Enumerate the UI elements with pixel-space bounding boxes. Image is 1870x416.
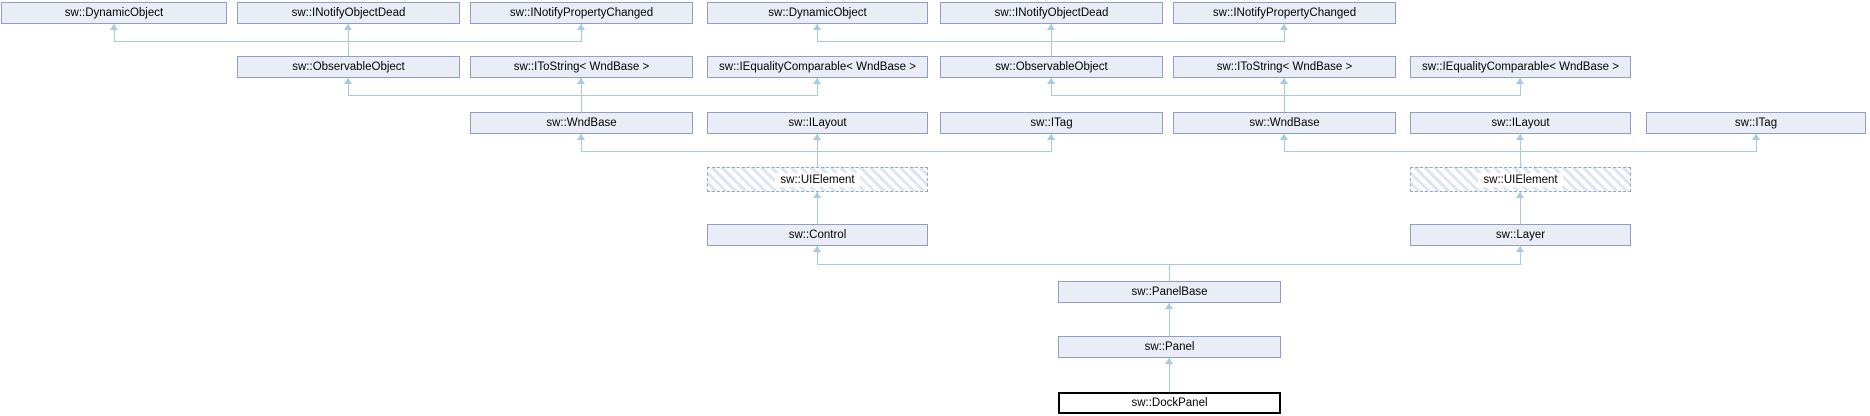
edge-line bbox=[1520, 134, 1521, 167]
edge-line bbox=[1169, 303, 1170, 336]
edge-line bbox=[817, 24, 818, 41]
edge-line bbox=[817, 246, 818, 264]
edge-line bbox=[114, 24, 115, 41]
class-node-itag-left[interactable]: sw::ITag bbox=[940, 112, 1163, 134]
class-node-wndbase-right[interactable]: sw::WndBase bbox=[1173, 112, 1396, 134]
edge-line bbox=[581, 151, 1052, 152]
class-node-dynamicobject-left[interactable]: sw::DynamicObject bbox=[1, 2, 227, 24]
arrowhead-icon bbox=[1047, 134, 1055, 140]
arrowhead-icon bbox=[1516, 78, 1524, 84]
edge-line bbox=[1520, 192, 1521, 224]
arrowhead-icon bbox=[344, 78, 352, 84]
class-node-control[interactable]: sw::Control bbox=[707, 224, 928, 246]
arrowhead-icon bbox=[1516, 192, 1524, 198]
edge-line bbox=[348, 24, 349, 56]
class-node-inotifyobjectdead-left[interactable]: sw::INotifyObjectDead bbox=[237, 2, 460, 24]
class-node-panelbase[interactable]: sw::PanelBase bbox=[1058, 281, 1281, 303]
edge-line bbox=[1284, 24, 1285, 41]
class-node-inotifypropertychanged-right[interactable]: sw::INotifyPropertyChanged bbox=[1173, 2, 1396, 24]
arrowhead-icon bbox=[1516, 246, 1524, 252]
class-node-uielement-left[interactable]: sw::UIElement bbox=[707, 167, 928, 192]
arrowhead-icon bbox=[1516, 134, 1524, 140]
arrowhead-icon bbox=[1165, 358, 1173, 364]
edge-line bbox=[1284, 78, 1285, 112]
edge-line bbox=[1051, 134, 1052, 151]
class-node-panel[interactable]: sw::Panel bbox=[1058, 336, 1281, 358]
edge-line bbox=[348, 78, 349, 95]
arrowhead-icon bbox=[1752, 134, 1760, 140]
arrowhead-icon bbox=[577, 24, 585, 30]
class-node-inotifypropertychanged-left[interactable]: sw::INotifyPropertyChanged bbox=[470, 2, 693, 24]
edge-line bbox=[1520, 246, 1521, 264]
edge-line bbox=[581, 78, 582, 112]
class-node-layer[interactable]: sw::Layer bbox=[1410, 224, 1631, 246]
arrowhead-icon bbox=[813, 24, 821, 30]
edge-line bbox=[1756, 134, 1757, 151]
class-node-inotifyobjectdead-right[interactable]: sw::INotifyObjectDead bbox=[940, 2, 1163, 24]
class-node-wndbase-left[interactable]: sw::WndBase bbox=[470, 112, 693, 134]
arrowhead-icon bbox=[577, 134, 585, 140]
class-node-label: sw::UIElement bbox=[1478, 172, 1563, 187]
arrowhead-icon bbox=[1165, 303, 1173, 309]
edge-line bbox=[1051, 95, 1521, 96]
arrowhead-icon bbox=[813, 134, 821, 140]
edge-line bbox=[1284, 134, 1285, 151]
edge-line bbox=[1051, 24, 1052, 56]
arrowhead-icon bbox=[1047, 24, 1055, 30]
class-node-iequalitycomparable-left[interactable]: sw::IEqualityComparable< WndBase > bbox=[707, 56, 928, 78]
arrowhead-icon bbox=[1280, 134, 1288, 140]
class-node-dynamicobject-right[interactable]: sw::DynamicObject bbox=[707, 2, 928, 24]
arrowhead-icon bbox=[1047, 78, 1055, 84]
class-node-itostring-right[interactable]: sw::IToString< WndBase > bbox=[1173, 56, 1396, 78]
edge-line bbox=[1520, 78, 1521, 95]
class-node-label: sw::UIElement bbox=[775, 172, 860, 187]
edge-line bbox=[817, 78, 818, 95]
arrowhead-icon bbox=[577, 78, 585, 84]
class-node-observableobject-right[interactable]: sw::ObservableObject bbox=[940, 56, 1163, 78]
arrowhead-icon bbox=[1280, 78, 1288, 84]
arrowhead-icon bbox=[344, 24, 352, 30]
class-node-iequalitycomparable-right[interactable]: sw::IEqualityComparable< WndBase > bbox=[1410, 56, 1631, 78]
class-node-itostring-left[interactable]: sw::IToString< WndBase > bbox=[470, 56, 693, 78]
class-node-ilayout-right[interactable]: sw::ILayout bbox=[1410, 112, 1631, 134]
edge-line bbox=[581, 134, 582, 151]
edge-line bbox=[817, 192, 818, 224]
arrowhead-icon bbox=[110, 24, 118, 30]
arrowhead-icon bbox=[813, 246, 821, 252]
class-node-ilayout-left[interactable]: sw::ILayout bbox=[707, 112, 928, 134]
class-node-observableobject-left[interactable]: sw::ObservableObject bbox=[237, 56, 460, 78]
edge-line bbox=[348, 95, 818, 96]
edge-line bbox=[581, 24, 582, 41]
edge-line bbox=[1169, 264, 1170, 281]
class-node-itag-right[interactable]: sw::ITag bbox=[1646, 112, 1866, 134]
edge-line bbox=[817, 134, 818, 167]
class-node-dockpanel-current: sw::DockPanel bbox=[1058, 392, 1281, 414]
edge-line bbox=[1051, 78, 1052, 95]
edge-line bbox=[1169, 358, 1170, 392]
arrowhead-icon bbox=[813, 78, 821, 84]
class-node-uielement-right[interactable]: sw::UIElement bbox=[1410, 167, 1631, 192]
arrowhead-icon bbox=[813, 192, 821, 198]
arrowhead-icon bbox=[1280, 24, 1288, 30]
